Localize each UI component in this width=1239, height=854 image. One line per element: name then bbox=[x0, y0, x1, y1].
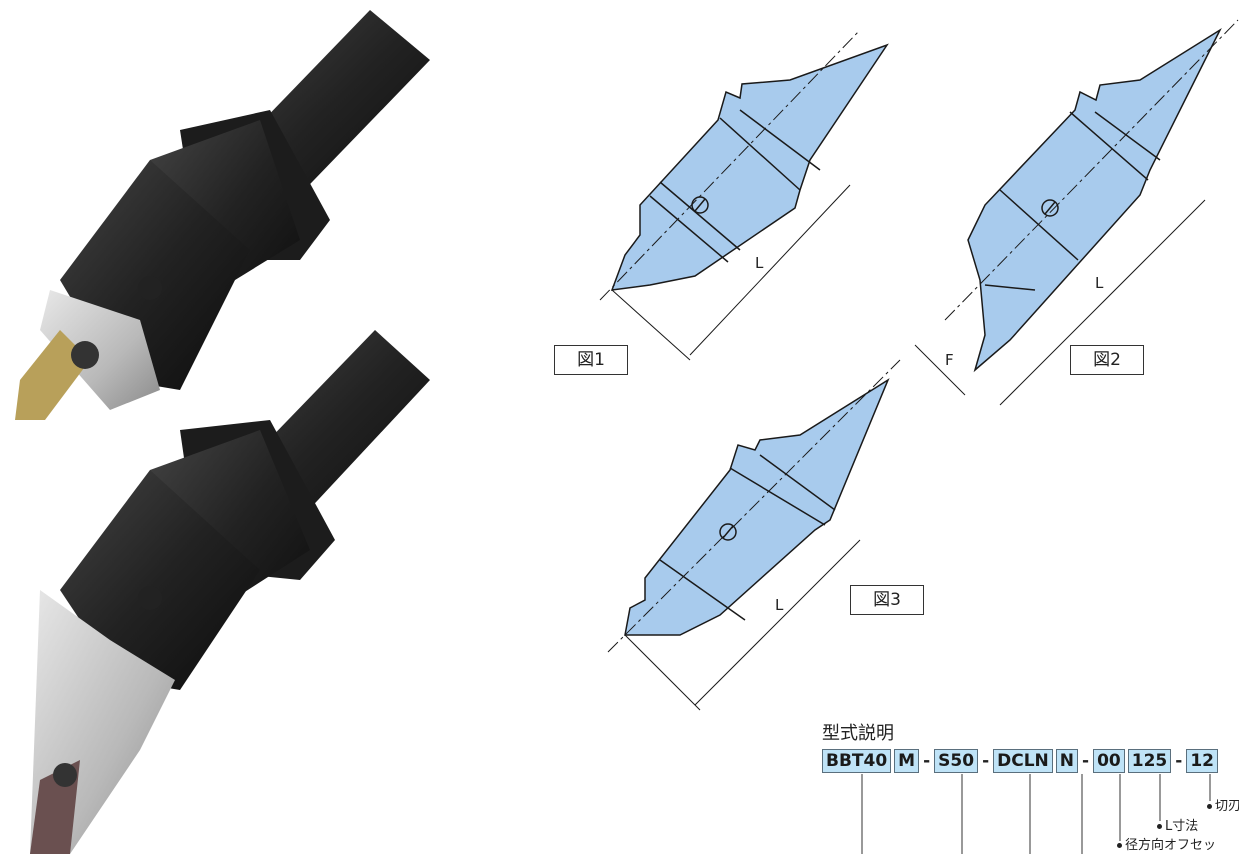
code-seg-hand: N bbox=[1055, 749, 1079, 773]
code-seg-length: 125 bbox=[1127, 749, 1172, 773]
note-l-dimension: L寸法 bbox=[1157, 815, 1198, 834]
figure-2-drawing bbox=[914, 19, 1239, 406]
fig2-label: 図2 bbox=[1070, 345, 1144, 375]
code-seg-offset: 00 bbox=[1093, 749, 1125, 773]
code-leader-lines bbox=[861, 774, 1211, 854]
figure-1-drawing bbox=[599, 29, 889, 361]
model-code: BBT40 M - S50 - DCLN N - 00 125 - 12 bbox=[822, 748, 1218, 774]
fig3-label: 図3 bbox=[850, 585, 924, 615]
fig1-dim-l: L bbox=[755, 254, 764, 272]
code-dash: - bbox=[923, 751, 931, 771]
code-dash: - bbox=[1082, 751, 1090, 771]
code-seg-edge: 12 bbox=[1186, 749, 1218, 773]
fig2-dim-f: F bbox=[945, 351, 954, 369]
model-title: 型式説明 bbox=[822, 723, 894, 744]
note-cutting-edge: 切刃 bbox=[1207, 795, 1239, 814]
code-seg-size: S50 bbox=[934, 749, 979, 773]
code-seg-holder: DCLN bbox=[993, 749, 1053, 773]
tool-holder-photo-top bbox=[15, 10, 430, 420]
code-dash: - bbox=[1175, 751, 1183, 771]
fig2-dim-l: L bbox=[1095, 274, 1104, 292]
code-seg-shank: BBT40 bbox=[822, 749, 892, 773]
tool-holder-photo-bottom bbox=[30, 330, 430, 854]
fig1-label: 図1 bbox=[554, 345, 628, 375]
fig3-dim-l: L bbox=[775, 596, 784, 614]
code-seg-type: M bbox=[894, 749, 920, 773]
code-dash: - bbox=[982, 751, 990, 771]
note-radial-offset: 径方向オフセッ bbox=[1117, 834, 1216, 853]
figure-3-drawing bbox=[607, 359, 901, 711]
